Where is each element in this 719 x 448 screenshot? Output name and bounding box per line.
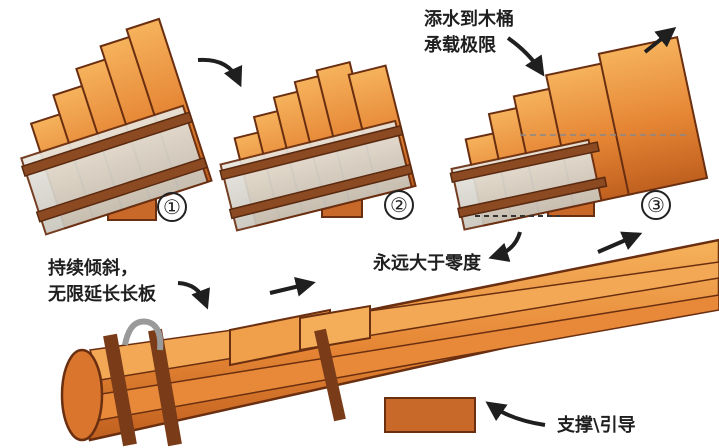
step-number-2: ② (384, 190, 414, 220)
above-zero-label: 永远大于零度 (373, 253, 481, 274)
arrow-icon (269, 277, 316, 297)
arrow-icon (197, 57, 243, 88)
arrow-icon (488, 231, 522, 262)
support-block (384, 397, 476, 433)
arrow-icon (177, 281, 210, 310)
step-number-1: ① (157, 192, 187, 222)
arrow-icon (506, 36, 545, 77)
step-number-3: ③ (641, 190, 671, 220)
barrel-stage-3 (449, 36, 709, 231)
arrow-icon (485, 401, 546, 427)
barrel-stage-2 (219, 61, 417, 232)
support-label: 支撑\引导 (557, 415, 636, 436)
arrow-icon (643, 27, 677, 54)
tilt-label-line2: 无限延长长板 (48, 284, 156, 305)
arrow-icon (597, 231, 643, 254)
fill-limit-label-line1: 添水到木桶 (424, 9, 514, 30)
fill-limit-label-line2: 承载极限 (424, 35, 496, 56)
arrows (177, 27, 677, 427)
long-barrel (60, 238, 719, 447)
barrel-stage-1 (20, 17, 213, 236)
tilt-label-line1: 持续倾斜， (48, 258, 138, 279)
